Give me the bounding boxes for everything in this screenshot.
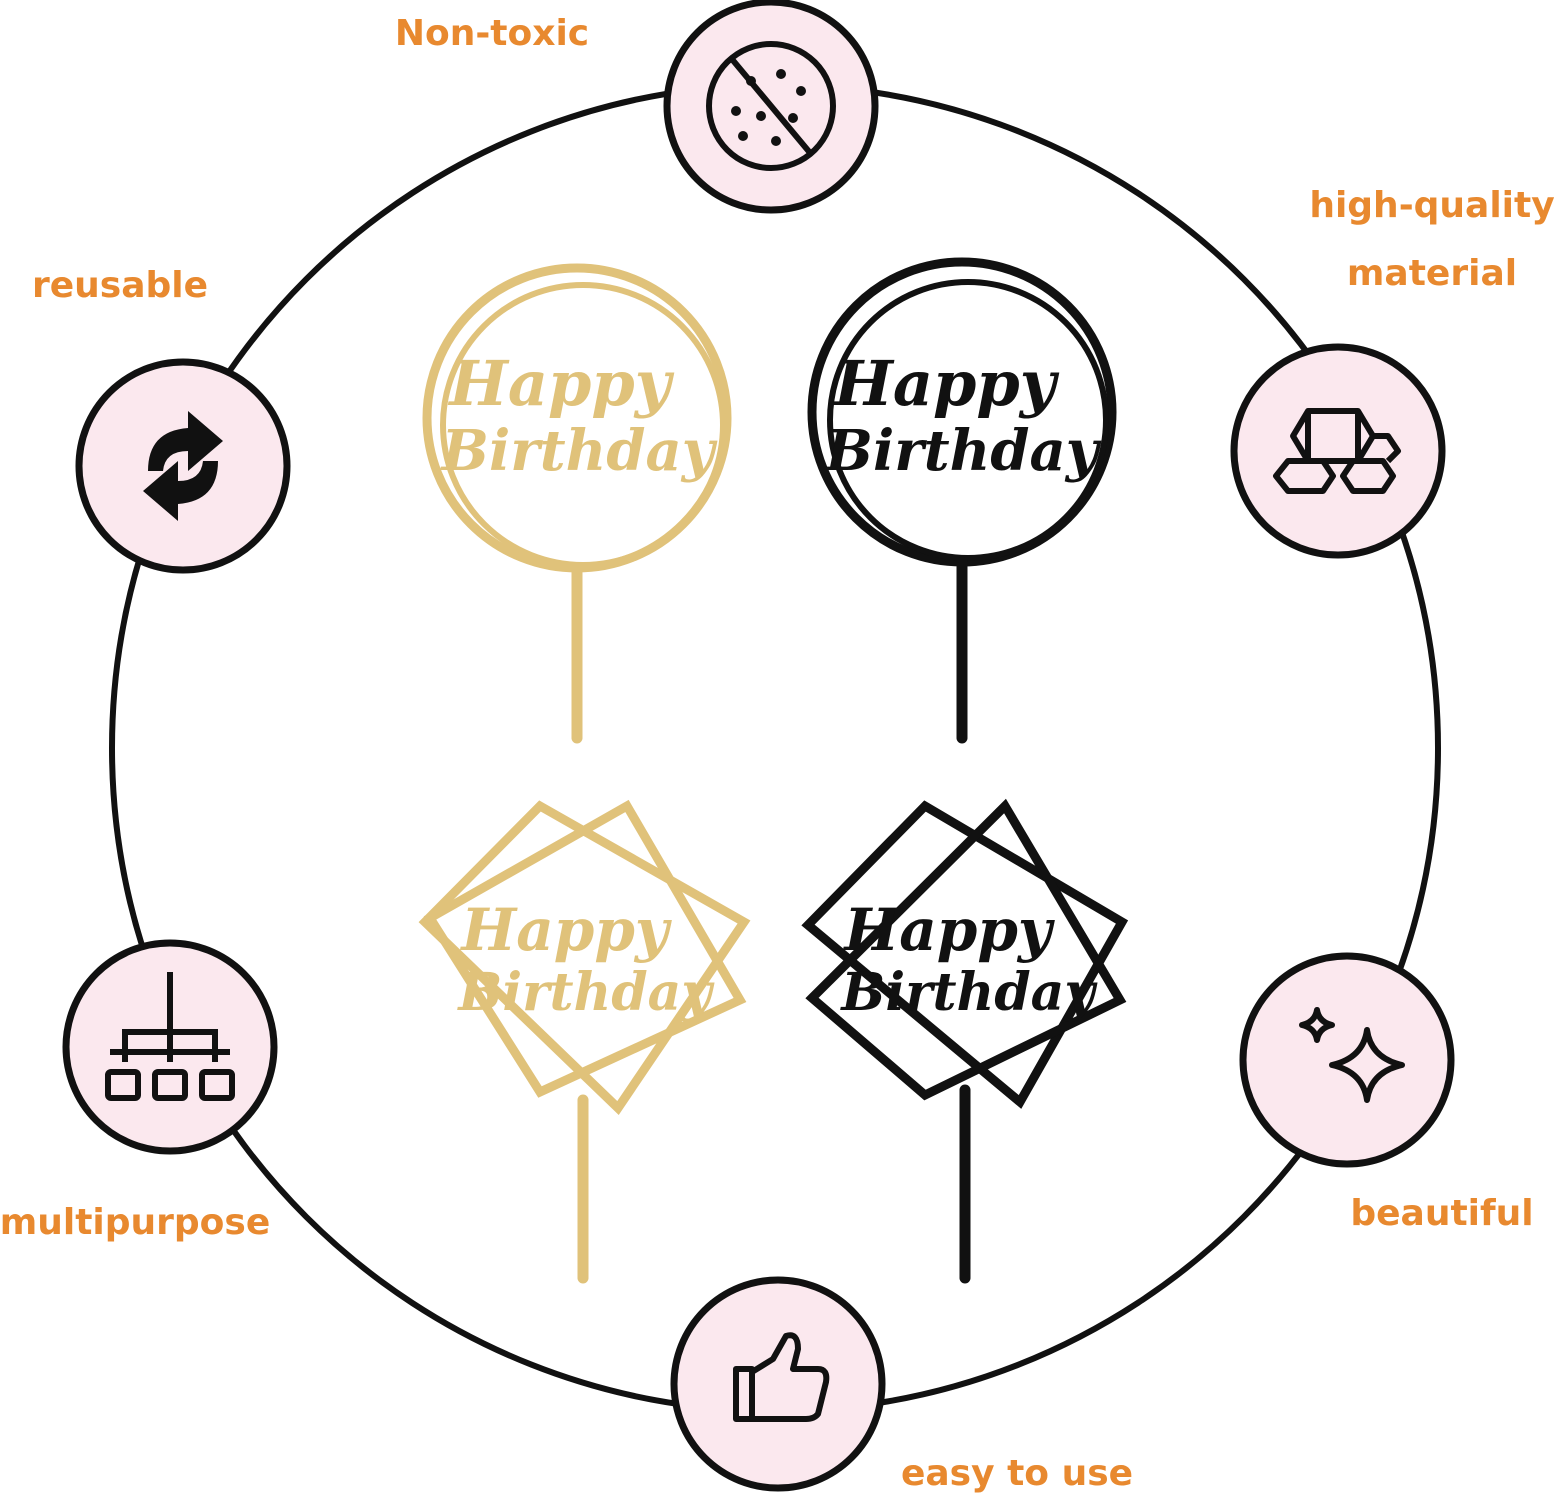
gold-bars-icon [1273,408,1401,494]
badge-multipurpose [62,939,278,1155]
topper-gold-square: Happy Birthday [418,799,751,1284]
topper-black-square-line1: Happy [842,896,1055,964]
topper-black-round-line2: Birthday [824,418,1102,484]
label-high-quality: high-quality material [1309,172,1554,309]
badge-easy-to-use [670,1276,886,1492]
label-high-quality-line1: high-quality [1309,185,1555,226]
topper-black-square-line2: Birthday [839,962,1098,1023]
badge-reusable [75,358,291,574]
topper-gold-round-line2: Birthday [440,418,718,484]
label-multipurpose-text: multipurpose [0,1202,271,1243]
outer-ring [109,82,1441,1414]
topper-gold-square-line2: Birthday [456,962,715,1023]
badge-non-toxic [663,0,879,214]
label-beautiful: beautiful [1350,1196,1533,1232]
label-non-toxic: Non-toxic [395,16,589,52]
topper-gold-square-line1: Happy [459,896,672,964]
recycle-arrows-icon [143,411,223,521]
sparkle-icon [1299,1007,1405,1103]
label-reusable-text: reusable [31,265,209,306]
topper-black-round: Happy Birthday [807,257,1117,744]
label-beautiful-text: beautiful [1350,1193,1534,1234]
label-easy-to-use-text: easy to use [900,1453,1134,1494]
label-high-quality-line2: material [1346,253,1518,295]
label-easy-to-use: easy to use [901,1456,1133,1492]
label-multipurpose: multipurpose [0,1205,270,1241]
topper-gold-round-line1: Happy [447,347,674,420]
topper-gold-round: Happy Birthday [422,263,732,744]
topper-black-square: Happy Birthday [801,798,1129,1284]
badge-beautiful [1239,952,1455,1168]
label-reusable: reusable [32,268,208,304]
no-chemicals-icon [706,41,836,171]
badge-high-quality [1230,343,1446,559]
thumbs-up-icon [733,1332,830,1422]
label-non-toxic-text: Non-toxic [394,13,590,54]
topper-black-round-line1: Happy [832,347,1059,420]
hierarchy-icon [105,972,235,1101]
